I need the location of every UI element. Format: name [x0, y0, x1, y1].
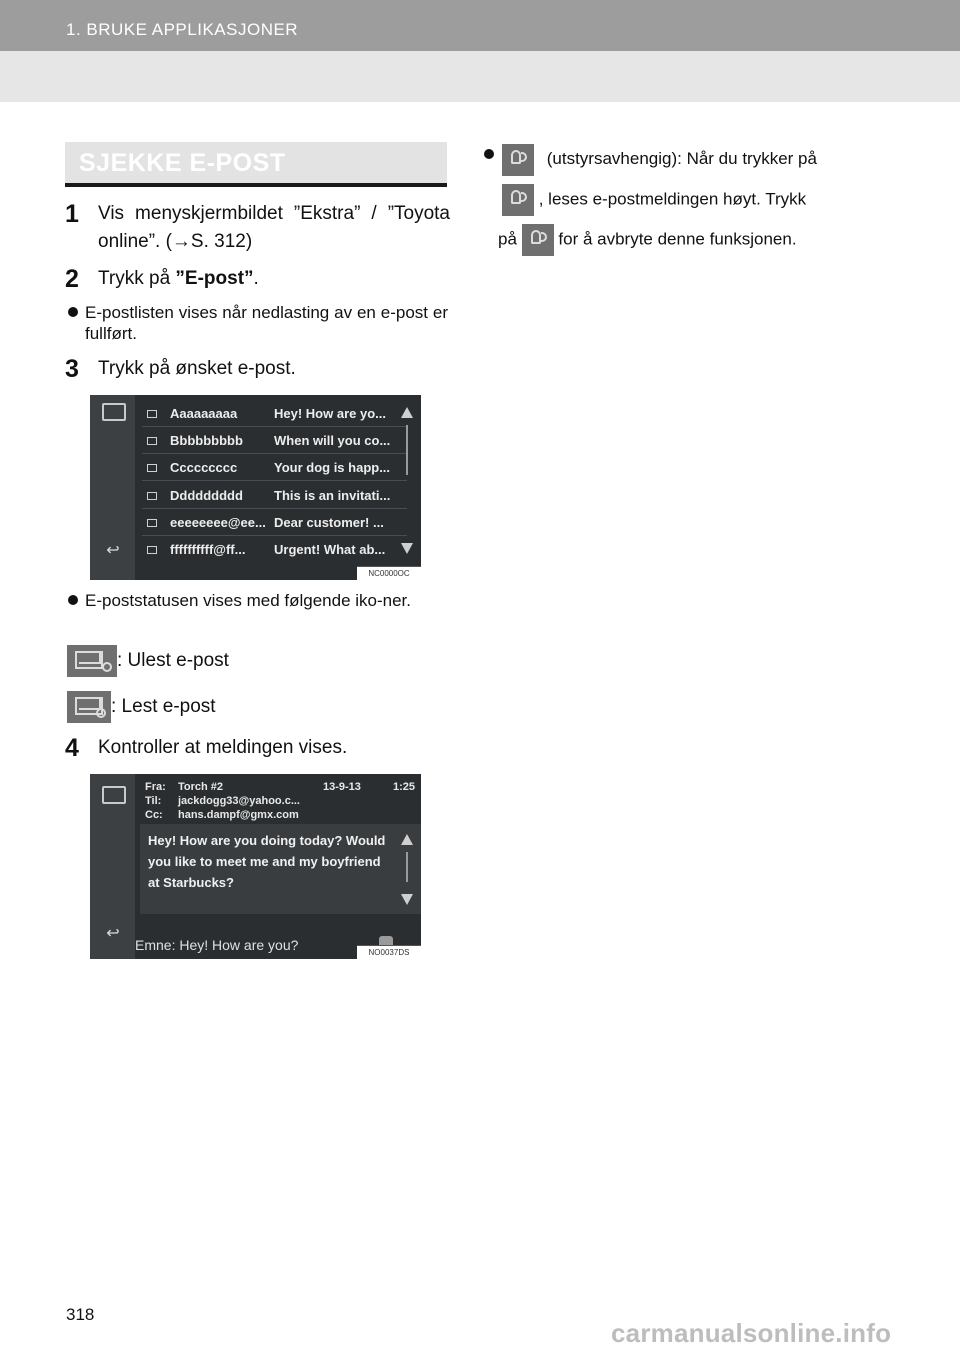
step-text: Trykk på ”E-post”. [98, 265, 450, 293]
subject: Dear customer! ... [274, 515, 384, 530]
to-line: Til:jackdogg33@yahoo.c... [145, 795, 300, 807]
bullet-2: E-poststatusen vises med følgende iko-ne… [68, 590, 448, 611]
subject-line: Emne: Hey! How are you? [135, 937, 299, 953]
sender: Aaaaaaaaa [170, 406, 238, 421]
bullet-dot [68, 307, 78, 317]
list-item: eeeeeeee@ee... Dear customer! ... [142, 510, 407, 536]
right-text-1: (utstyrsavhengig): Når du trykker på [546, 149, 817, 169]
read-label: : Lest e-post [111, 696, 216, 718]
step-text: Trykk på ønsket e-post. [98, 358, 296, 379]
subject: Urgent! What ab... [274, 542, 386, 557]
subject: When will you co... [274, 433, 391, 448]
image-code: NO0037DS [357, 945, 421, 959]
bullet-dot [68, 595, 78, 605]
read-aloud-icon [502, 184, 534, 216]
time: 1:25 [393, 781, 416, 793]
unread-mail-icon [147, 546, 157, 554]
watermark: carmanualsonline.info [611, 1318, 892, 1348]
stop-read-aloud-icon [521, 224, 554, 256]
subject: This is an invitati... [274, 488, 391, 503]
unread-mail-icon [147, 519, 157, 527]
right-line-2: , leses e-postmeldingen høyt. Trykk [502, 184, 806, 216]
unread-label: : Ulest e-post [117, 650, 229, 672]
screen-sidebar [90, 395, 135, 580]
bullet-text: E-postlisten vises når nedlasting av en … [85, 303, 448, 343]
right-text-3a: på [498, 229, 517, 249]
unread-mail-icon [67, 645, 117, 677]
image-code: NC0000OC [357, 566, 421, 580]
scrollbar [406, 852, 408, 882]
sender: Ddddddddd [170, 488, 243, 503]
header-bar [0, 0, 960, 51]
step-number: 4 [65, 734, 79, 762]
step-4: 4 Kontroller at meldingen vises. [65, 734, 450, 762]
step-number: 2 [65, 265, 79, 293]
bullet-text: E-poststatusen vises med følgende iko-ne… [85, 591, 411, 610]
sender: eeeeeeee@ee... [170, 515, 266, 530]
step-2: 2 Trykk på ”E-post”. [65, 265, 450, 293]
read-mail-icon [147, 437, 157, 445]
read-aloud-icon [502, 144, 534, 176]
mail-icon [102, 786, 126, 804]
message-body-box [140, 824, 421, 914]
right-text-3b: for å avbryte denne funksjonen. [558, 229, 797, 249]
list-item: Ccccccccc Your dog is happ... [142, 455, 407, 481]
section-title: SJEKKE E-POST [79, 149, 286, 177]
step-number: 1 [65, 200, 79, 228]
step-1: 1 Vis menyskjermbildet ”Ekstra” / ”Toyot… [65, 200, 450, 256]
email-list-screenshot: Aaaaaaaaa Hey! How are yo... Bbbbbbbbb Whe… [90, 395, 421, 580]
scroll-up-icon [401, 407, 413, 418]
read-status-line: : Lest e-post [67, 691, 216, 723]
right-text-2: , leses e-postmeldingen høyt. Trykk [538, 189, 807, 209]
section-heading-box: SJEKKE E-POST [65, 142, 447, 187]
list-item: Bbbbbbbbb When will you co... [142, 428, 407, 454]
sender: Bbbbbbbbb [170, 433, 243, 448]
back-icon: ↩ [106, 542, 120, 559]
mail-icon [102, 403, 126, 421]
scroll-down-icon [401, 543, 413, 554]
message-body: Hey! How are you doing today? Would you … [148, 833, 386, 890]
page-number: 318 [66, 1305, 95, 1324]
scroll-down-icon [401, 894, 413, 905]
read-mail-icon [147, 410, 157, 418]
step-text-post: . [253, 268, 259, 289]
email-message-screenshot: Fra:Torch #2 13-9-13 1:25 Til:jackdogg33… [90, 774, 421, 959]
sender: Ccccccccc [170, 460, 238, 475]
scrollbar [406, 425, 408, 475]
step-text: Kontroller at meldingen vises. [98, 737, 348, 758]
list-item: ffffffffff@ff... Urgent! What ab... [142, 537, 407, 563]
unread-status-line: : Ulest e-post [67, 645, 229, 677]
header-band [0, 51, 960, 102]
unread-mail-icon [147, 492, 157, 500]
step-text-pre: Trykk på [98, 268, 176, 289]
subject: Your dog is happ... [274, 460, 391, 475]
step-3: 3 Trykk på ønsket e-post. [65, 355, 450, 383]
list-item: Aaaaaaaaa Hey! How are yo... [142, 401, 407, 427]
cc-line: Cc:hans.dampf@gmx.com [145, 809, 299, 821]
subject: Hey! How are yo... [274, 406, 386, 421]
step-number: 3 [65, 355, 79, 383]
chapter-title: 1. BRUKE APPLIKASJONER [66, 20, 299, 39]
right-line-1: (utstyrsavhengig): Når du trykker på [502, 144, 817, 176]
bullet-1: E-postlisten vises når nedlasting av en … [68, 302, 448, 344]
read-mail-icon [147, 464, 157, 472]
scroll-up-icon [401, 834, 413, 845]
step-text-bold: ”E-post” [175, 268, 254, 289]
sender: ffffffffff@ff... [170, 542, 246, 557]
read-mail-icon [67, 691, 111, 723]
date: 13-9-13 [323, 781, 361, 793]
screen-sidebar [90, 774, 135, 959]
right-line-3: på for å avbryte denne funksjonen. [498, 224, 797, 256]
back-icon: ↩ [106, 925, 120, 942]
step-text: Vis menyskjermbildet ”Ekstra” / ”Toyota … [98, 203, 450, 252]
bullet-dot [484, 149, 494, 159]
list-item: Ddddddddd This is an invitati... [142, 483, 407, 509]
from-line: Fra:Torch #2 [145, 781, 224, 793]
